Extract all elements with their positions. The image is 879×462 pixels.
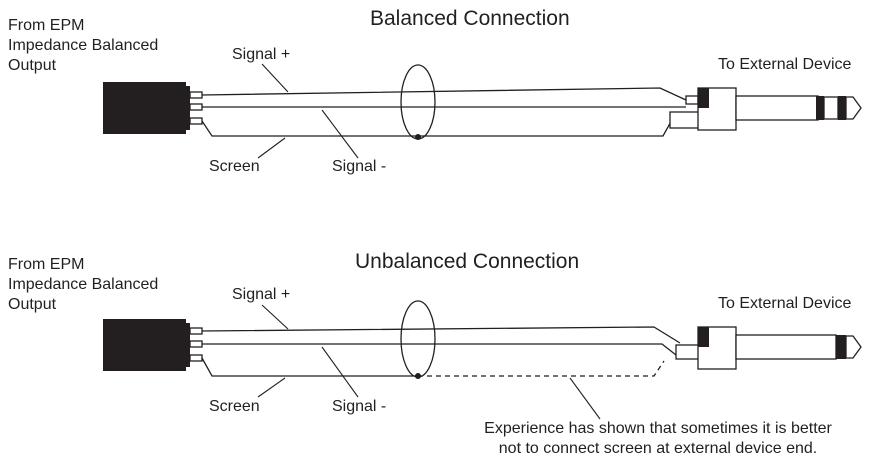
source-pin-middle xyxy=(189,340,203,348)
plug-solder-tab-top xyxy=(685,95,699,105)
plug-body-cap xyxy=(698,327,709,347)
source-line-3: Output xyxy=(8,57,57,74)
source-line-1: From EPM xyxy=(8,256,85,273)
leader-signal-minus xyxy=(321,346,359,398)
source-line-2: Impedance Balanced xyxy=(8,276,159,293)
source-pin-bottom xyxy=(189,354,203,362)
source-pin-bottom xyxy=(189,117,203,125)
screen-wire xyxy=(201,357,418,377)
signal-minus-wire xyxy=(202,343,677,356)
screen-wire-disconnected xyxy=(418,360,665,377)
leader-signal-plus xyxy=(261,304,289,330)
source-pin-top xyxy=(189,91,203,99)
balanced-source-label: From EPM Impedance Balanced Output xyxy=(8,16,198,76)
source-connector-collar xyxy=(186,323,190,367)
screen-tap-dot xyxy=(415,134,421,140)
leader-screen xyxy=(257,377,286,398)
unbalanced-destination-label: To External Device xyxy=(718,295,852,312)
balanced-signal-minus-label: Signal - xyxy=(332,158,387,175)
balanced-signal-plus-label: Signal + xyxy=(232,46,291,63)
note-line-2: not to connect screen at external device… xyxy=(498,440,818,457)
source-pin-top xyxy=(189,327,203,335)
screen-wire xyxy=(201,117,674,137)
plug-shaft xyxy=(735,95,819,121)
plug-solder-tab-bottom xyxy=(669,111,701,129)
signal-plus-wire xyxy=(201,87,687,101)
plug-tip-band xyxy=(838,96,846,120)
source-connector-collar xyxy=(186,86,190,130)
plug-ring-band xyxy=(816,96,824,120)
balanced-destination-label: To External Device xyxy=(718,56,852,73)
source-connector-body xyxy=(103,319,186,371)
plug-body-cap xyxy=(698,88,709,108)
leader-signal-minus xyxy=(321,109,359,159)
unbalanced-screen-label: Screen xyxy=(209,398,260,415)
balanced-title: Balanced Connection xyxy=(370,7,570,30)
leader-signal-plus xyxy=(261,63,289,93)
unbalanced-connection-panel: Unbalanced Connection From EPM Impedance… xyxy=(0,231,879,462)
unbalanced-signal-plus-label: Signal + xyxy=(232,286,291,303)
unbalanced-title: Unbalanced Connection xyxy=(355,250,580,273)
balanced-wiring-drawing xyxy=(103,63,862,159)
screen-braid-ring xyxy=(400,300,436,378)
screen-braid-ring xyxy=(400,64,436,140)
plug-ring-segment xyxy=(823,96,839,120)
source-line-2: Impedance Balanced xyxy=(8,37,159,54)
plug-tip xyxy=(845,96,862,120)
leader-screen xyxy=(257,137,286,159)
unbalanced-signal-minus-label: Signal - xyxy=(332,398,387,415)
plug-body xyxy=(697,87,737,131)
plug-solder-tab xyxy=(675,344,701,360)
source-pin-middle xyxy=(189,103,203,111)
plug-tip-band xyxy=(836,335,846,359)
balanced-screen-label: Screen xyxy=(209,158,260,175)
source-connector-body xyxy=(103,82,186,134)
source-line-1: From EPM xyxy=(8,17,85,34)
plug-tip xyxy=(845,335,862,359)
balanced-connection-panel: Balanced Connection From EPM Impedance B… xyxy=(8,7,862,175)
note-line-1: Experience has shown that sometimes it i… xyxy=(484,420,832,437)
unbalanced-note: Experience has shown that sometimes it i… xyxy=(448,419,868,459)
signal-plus-wire xyxy=(201,326,681,344)
leader-note xyxy=(569,377,601,420)
unbalanced-source-label: From EPM Impedance Balanced Output xyxy=(8,255,198,315)
source-line-3: Output xyxy=(8,296,57,313)
unbalanced-wiring-drawing xyxy=(103,300,862,420)
screen-tap-dot xyxy=(415,373,421,379)
plug-shaft xyxy=(735,334,837,360)
